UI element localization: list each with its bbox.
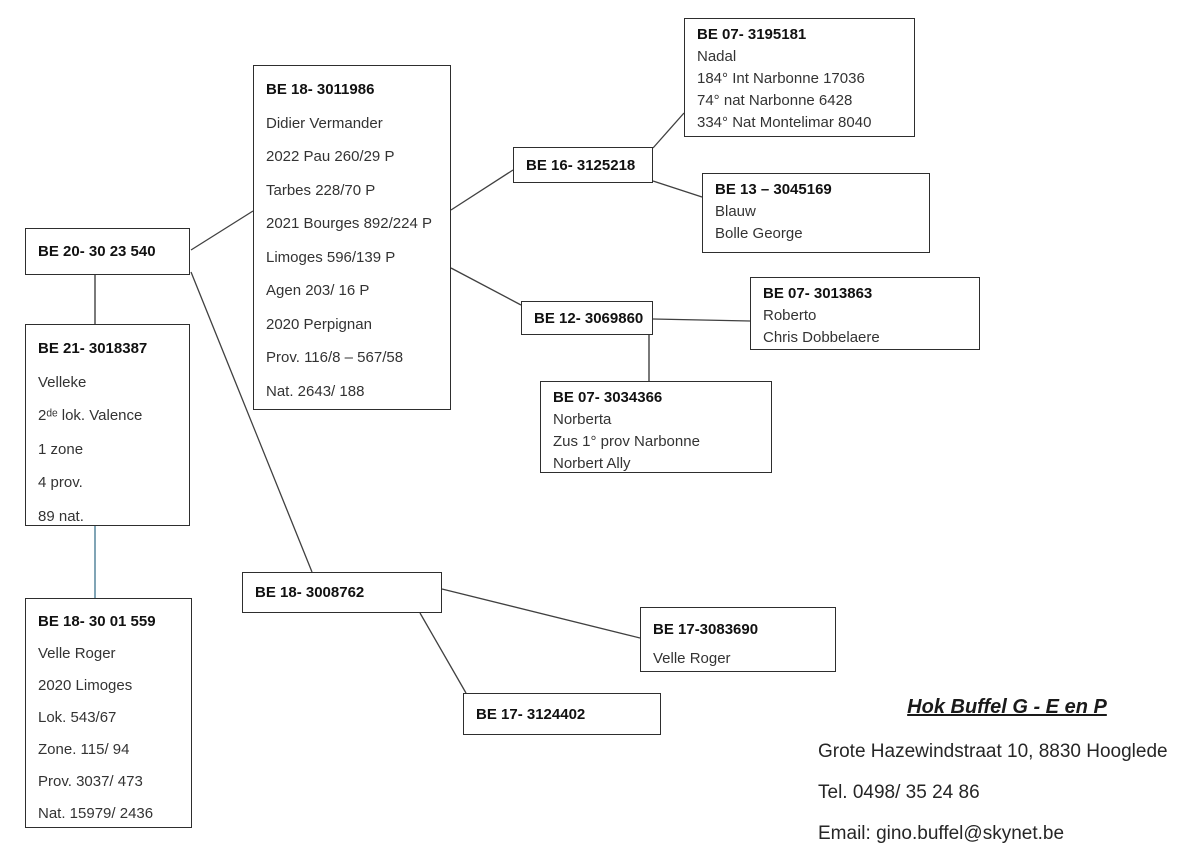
contact-address: Grote Hazewindstraat 10, 8830 Hooglede [818,741,1168,762]
connector-be16-be13 [652,180,703,198]
loft-name: Hok Buffel G - E en P [907,696,1107,718]
ring-number: BE 13 – 3045169 [715,181,832,198]
pedigree-line: Nat. 15979/ 2436 [38,805,154,822]
ring-number: BE 18- 3011986 [266,81,375,98]
box-lines: Didier Vermander 2022 Pau 260/29 P Tarbes … [266,107,438,409]
contact-email: Email: gino.buffel@skynet.be [818,823,1065,844]
ring-number: BE 12- 3069860 [534,309,644,327]
pedigree-box-be17-3124402: BE 17- 3124402 [463,693,661,735]
connector-be20-be18_3011986 [190,210,254,251]
pedigree-box-be07-3195181: BE 07- 3195181 Nadal 184° Int Narbonne 17… [684,18,915,137]
pedigree-box-be17-3083690: BE 17-3083690 Velle Roger [640,607,836,672]
pedigree-line: 184° Int Narbonne 17036 [697,70,865,87]
contact-phone: Tel. 0498/ 35 24 86 [818,782,980,803]
pedigree-box-be20-3023540: BE 20- 30 23 540 [25,228,190,275]
connector-be20-be18_3008762 [190,271,313,573]
pedigree-line: 2ᵈᵉ lok. Valence [38,407,143,424]
pedigree-line: Velle Roger [38,645,116,662]
pedigree-line: Tarbes 228/70 P [266,181,376,199]
connector-be18_3008762-be17_3083690 [441,588,641,639]
pedigree-line: 4 prov. [38,474,83,491]
pedigree-line: Didier Vermander [266,114,383,132]
pedigree-line: Agen 203/ 16 P [266,282,370,299]
pedigree-line: 2020 Perpignan [266,315,372,333]
pedigree-box-be18-3001559: BE 18- 30 01 559 Velle Roger 2020 Limoges… [25,598,192,828]
ring-number: BE 21- 3018387 [38,340,148,357]
ring-number: BE 07- 3195181 [697,26,807,43]
pedigree-line: 1 zone [38,440,84,458]
connector-be12-be07_3013863 [652,318,751,322]
pedigree-line: Zone. 115/ 94 [38,741,130,758]
pedigree-line: 74° nat Narbonne 6428 [697,92,853,109]
pedigree-line: Bolle George [715,225,803,242]
pedigree-line: Nat. 2643/ 188 [266,382,365,400]
box-lines: Velle Roger [653,644,823,673]
pedigree-line: 334° Nat Montelimar 8040 [697,114,872,131]
ring-number: BE 17- 3124402 [476,705,586,723]
pedigree-line: Limoges 596/139 P [266,248,396,266]
pedigree-line: Velleke [38,373,87,391]
connector-be16-be07_3195181 [652,112,685,149]
pedigree-line: 2020 Limoges [38,677,133,694]
box-lines: Velleke 2ᵈᵉ lok. Valence 1 zone 4 prov. 89 n… [38,366,177,534]
pedigree-line: Roberto [763,307,817,324]
ring-number: BE 17-3083690 [653,621,759,638]
pedigree-line: Prov. 116/8 – 567/58 [266,349,404,366]
pedigree-box-be21-3018387: BE 21- 3018387 Velleke 2ᵈᵉ lok. Valence 1 … [25,324,190,526]
pedigree-box-be18-3011986: BE 18- 3011986 Didier Vermander 2022 Pau … [253,65,451,410]
ring-number: BE 18- 3008762 [255,584,365,601]
pedigree-line: Nadal [697,48,737,65]
ring-number: BE 07- 3013863 [763,285,873,302]
pedigree-box-be12-3069860: BE 12- 3069860 [521,301,653,335]
ring-number: BE 18- 30 01 559 [38,613,156,630]
contact-block: Hok Buffel G - E en P Grote Hazewindstra… [818,696,1196,854]
box-lines: Nadal 184° Int Narbonne 17036 74° nat Narb… [697,46,902,134]
connector-be18_3008762-be17_3124402 [419,612,467,694]
pedigree-line: Prov. 3037/ 473 [38,773,143,790]
pedigree-line: Blauw [715,203,756,220]
pedigree-line: Zus 1° prov Narbonne [553,433,700,450]
pedigree-line: 89 nat. [38,507,84,525]
pedigree-line: Norbert Ally [553,455,631,472]
connector-be18_3011986-be12 [450,267,522,306]
connector-be18_3011986-be16 [450,169,514,211]
pedigree-line: Chris Dobbelaere [763,329,880,346]
pedigree-line: 2022 Pau 260/29 P [266,148,395,165]
ring-number: BE 16- 3125218 [526,156,636,174]
pedigree-line: 2021 Bourges 892/224 P [266,215,432,232]
pedigree-line: Norberta [553,411,612,428]
pedigree-line: Lok. 543/67 [38,709,117,726]
pedigree-line: Velle Roger [653,650,731,667]
ring-number: BE 20- 30 23 540 [38,243,156,260]
pedigree-box-be18-3008762: BE 18- 3008762 [242,572,442,613]
pedigree-box-be16-3125218: BE 16- 3125218 [513,147,653,183]
ring-number: BE 07- 3034366 [553,389,663,406]
